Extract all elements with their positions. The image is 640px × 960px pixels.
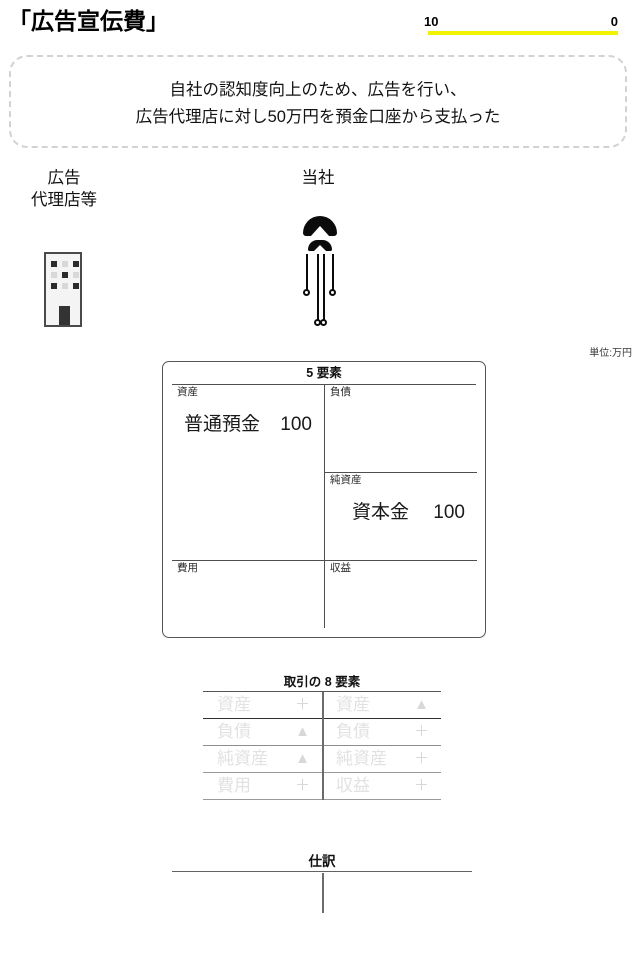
building-window: [62, 261, 68, 267]
eight-elements-label: 費用: [217, 776, 251, 795]
eight-elements-sign: ＋: [294, 696, 310, 713]
cell-assets-amount: 100: [280, 414, 312, 435]
eight-elements-sign: ▲: [295, 723, 310, 740]
cell-liabilities-caption: 負債: [330, 386, 351, 398]
eight-elements-label: 資産: [336, 695, 370, 714]
eight-elements-cell: 純資産 ▲: [203, 746, 322, 772]
five-elements-grid: 資産 普通預金 100 費用 負債: [172, 384, 477, 628]
cell-assets-entry: 普通預金 100: [177, 412, 324, 438]
eight-elements-label: 資産: [217, 695, 251, 714]
journal-section: 仕訳: [172, 852, 472, 913]
person-icon: [296, 216, 344, 328]
journal-title: 仕訳: [308, 854, 336, 869]
building-window: [51, 272, 57, 278]
eight-elements-grid: 資産 ＋ 資産 ▲ 負債 ▲ 負債 ＋ 純資産 ▲ 純資: [203, 691, 441, 800]
party-right-label: 当社: [301, 169, 335, 187]
eight-elements-cell: 資産 ▲: [322, 692, 441, 718]
eight-elements-label: 純資産: [217, 749, 268, 768]
cell-equity-amount: 100: [433, 502, 465, 523]
eight-elements-sign: ▲: [414, 696, 429, 713]
person-arm-left: [306, 254, 308, 290]
cell-expenses-caption: 費用: [177, 562, 198, 574]
transaction-description-text: 自社の認知度向上のため、広告を行い、 広告代理店に対し50万円を預金口座から支払…: [135, 81, 501, 126]
building-icon: [44, 252, 82, 327]
cell-revenue: 収益: [325, 560, 477, 631]
transaction-description-box: 自社の認知度向上のため、広告を行い、 広告代理店に対し50万円を預金口座から支払…: [9, 55, 627, 148]
five-elements-title: 5 要素: [306, 366, 342, 380]
eight-elements-cell: 負債 ＋: [322, 719, 441, 745]
eight-elements-sign: ＋: [413, 750, 429, 767]
journal-divider: [322, 873, 324, 913]
person-mustache-icon: [308, 240, 332, 251]
person-foot-right: [320, 319, 327, 326]
building-windows: [51, 261, 79, 289]
person-leg-left: [317, 254, 319, 320]
cell-revenue-caption: 収益: [330, 562, 351, 574]
table-row: 費用 ＋ 収益 ＋: [203, 773, 441, 800]
eight-elements-sign: ＋: [413, 723, 429, 740]
building-door: [59, 306, 70, 325]
person-hand-left: [303, 289, 310, 296]
table-row: 負債 ▲ 負債 ＋: [203, 719, 441, 746]
eight-elements-title: 取引の 8 要素: [283, 675, 361, 689]
eight-elements-sign: ＋: [294, 777, 310, 794]
cell-assets-account: 普通預金: [184, 414, 261, 435]
page-title: 「広告宣伝費」: [8, 8, 169, 34]
five-elements-right-column: 負債 純資産 資本金 100 収益: [324, 385, 477, 628]
progress-bar: [428, 31, 618, 35]
progress-right-label: 0: [610, 14, 618, 29]
eight-elements-label: 負債: [217, 722, 251, 741]
person-arm-right: [332, 254, 334, 290]
building-window: [51, 283, 57, 289]
eight-elements-cell: 資産 ＋: [203, 692, 322, 718]
cell-equity-entry: 資本金 100: [330, 500, 477, 526]
progress-indicator: 10 0: [424, 14, 618, 38]
unit-note: 単位:万円: [589, 348, 632, 359]
cell-assets: 資産 普通預金 100: [172, 385, 324, 560]
eight-elements-sign: ▲: [295, 750, 310, 767]
cell-expenses: 費用: [172, 560, 324, 631]
eight-elements-table: 取引の 8 要素 資産 ＋ 資産 ▲ 負債 ▲ 負債 ＋ 純資産: [203, 674, 441, 800]
table-row: 資産 ＋ 資産 ▲: [203, 692, 441, 719]
table-row: 純資産 ▲ 純資産 ＋: [203, 746, 441, 773]
person-hair-icon: [303, 216, 337, 236]
eight-elements-label: 収益: [336, 776, 370, 795]
five-elements-box: 5 要素 資産 普通預金 100 費用 負債: [162, 361, 486, 638]
building-window: [62, 272, 68, 278]
building-window: [62, 283, 68, 289]
building-window: [73, 261, 79, 267]
progress-left-label: 10: [424, 14, 439, 29]
cell-equity-caption: 純資産: [330, 474, 362, 486]
person-leg-right: [323, 254, 325, 320]
building-window: [73, 272, 79, 278]
journal-rule: [172, 871, 472, 872]
cell-liabilities: 負債: [325, 385, 477, 472]
person-hand-right: [329, 289, 336, 296]
party-left-label: 広告 代理店等: [31, 169, 97, 209]
eight-elements-cell: 費用 ＋: [203, 773, 322, 799]
eight-elements-cell: 収益 ＋: [322, 773, 441, 799]
eight-elements-label: 純資産: [336, 749, 387, 768]
eight-elements-cell: 負債 ▲: [203, 719, 322, 745]
eight-elements-sign: ＋: [413, 777, 429, 794]
cell-assets-caption: 資産: [177, 386, 198, 398]
cell-equity: 純資産 資本金 100: [325, 472, 477, 560]
building-window: [73, 283, 79, 289]
building-window: [51, 261, 57, 267]
eight-elements-cell: 純資産 ＋: [322, 746, 441, 772]
eight-elements-label: 負債: [336, 722, 370, 741]
five-elements-left-column: 資産 普通預金 100 費用: [172, 385, 324, 628]
cell-equity-account: 資本金: [352, 502, 410, 523]
